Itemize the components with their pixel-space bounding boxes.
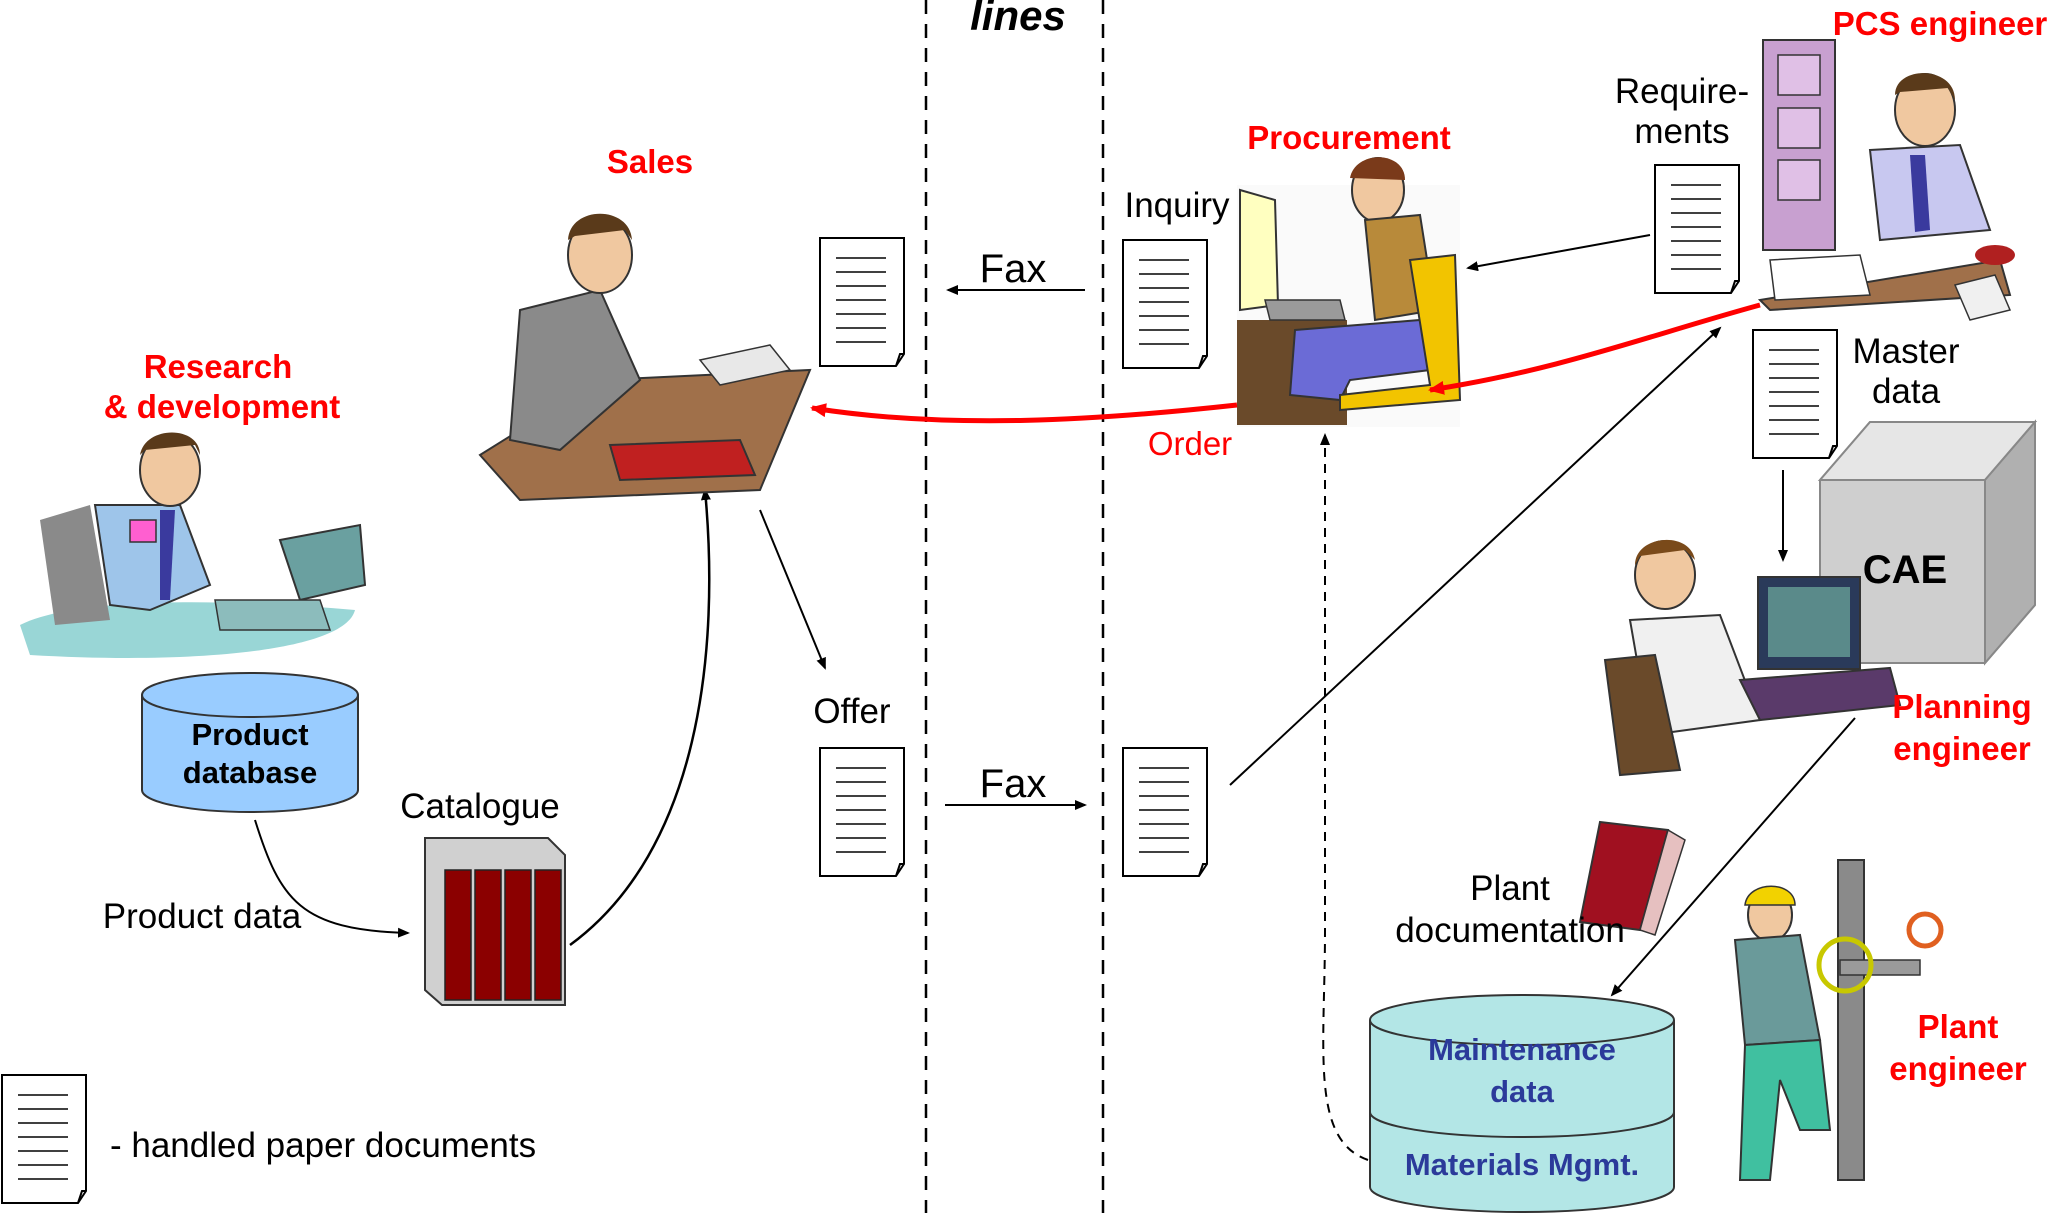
offer-document-icon	[819, 747, 905, 877]
inquiry-document-icon	[1122, 239, 1208, 369]
pcs-engineer-illustration	[1757, 39, 2015, 321]
arrow-requirements-to-procurement	[1466, 234, 1651, 272]
sales-fax-document-icon	[819, 237, 905, 367]
order-label: Order	[1148, 425, 1232, 462]
procurement-person-illustration	[1237, 157, 1462, 427]
received-offer-document-icon	[1122, 747, 1208, 877]
catalogue-binders-icon	[424, 837, 566, 1006]
arrow-product-to-catalogue	[254, 819, 410, 938]
arrow-sales-to-offer	[759, 509, 826, 670]
rnd-person-illustration	[20, 432, 367, 658]
fax-top-label: Fax	[980, 247, 1047, 291]
procurement-label: Procurement	[1247, 119, 1451, 156]
rnd-label-line1: Research	[144, 348, 293, 385]
legend-document-icon	[1, 1074, 87, 1204]
cae-label: CAE	[1863, 548, 1947, 592]
materials-label: Materials Mgmt.	[1405, 1147, 1639, 1182]
cae-system-box	[1817, 419, 2038, 666]
product-db-line2: database	[183, 755, 317, 790]
header-lines: lines	[970, 0, 1066, 39]
arrow-catalogue-to-sales	[569, 488, 711, 947]
arrow-planning-to-maintenance	[1610, 717, 1856, 997]
master-data-label-line2: data	[1872, 372, 1941, 411]
product-database	[141, 672, 359, 813]
plant-engineer-line2: engineer	[1889, 1050, 2027, 1087]
sales-person-illustration	[478, 213, 812, 502]
materials-database	[1369, 1111, 1675, 1213]
fax-bottom-label: Fax	[980, 762, 1047, 806]
planning-engineer-line2: engineer	[1893, 730, 2031, 767]
product-db-line1: Product	[191, 717, 308, 752]
maintenance-line2: data	[1490, 1074, 1555, 1109]
plant-documentation-book-icon	[1578, 820, 1686, 936]
plant-doc-line2: documentation	[1395, 911, 1625, 950]
arrow-order-red	[810, 402, 1238, 424]
legend-label: - handled paper documents	[110, 1126, 536, 1165]
inquiry-label: Inquiry	[1124, 186, 1230, 225]
planning-engineer-line1: Planning	[1892, 688, 2031, 725]
plant-doc-line1: Plant	[1470, 869, 1550, 908]
plant-engineer-line1: Plant	[1918, 1008, 1999, 1045]
arrow-pcs-order-red	[1428, 302, 1761, 395]
plant-engineer-illustration	[1733, 859, 1944, 1181]
sales-label: Sales	[607, 143, 693, 180]
maintenance-line1: Maintenance	[1428, 1032, 1616, 1067]
arrow-offer-to-pcs	[1229, 326, 1722, 786]
planning-engineer-illustration	[1603, 539, 1902, 777]
requirements-label-line2: ments	[1634, 112, 1729, 151]
offer-label: Offer	[813, 692, 891, 731]
pcs-engineer-label: PCS engineer	[1833, 5, 2048, 42]
master-data-label-line1: Master	[1853, 332, 1960, 371]
master-data-document-icon	[1752, 329, 1838, 459]
catalogue-label: Catalogue	[400, 787, 560, 826]
rnd-label-line2: & development	[104, 388, 341, 425]
arrow-materials-to-procurement	[1320, 433, 1369, 1161]
requirements-document-icon	[1654, 164, 1740, 294]
product-data-label: Product data	[103, 897, 302, 936]
requirements-label-line1: Require-	[1615, 72, 1749, 111]
